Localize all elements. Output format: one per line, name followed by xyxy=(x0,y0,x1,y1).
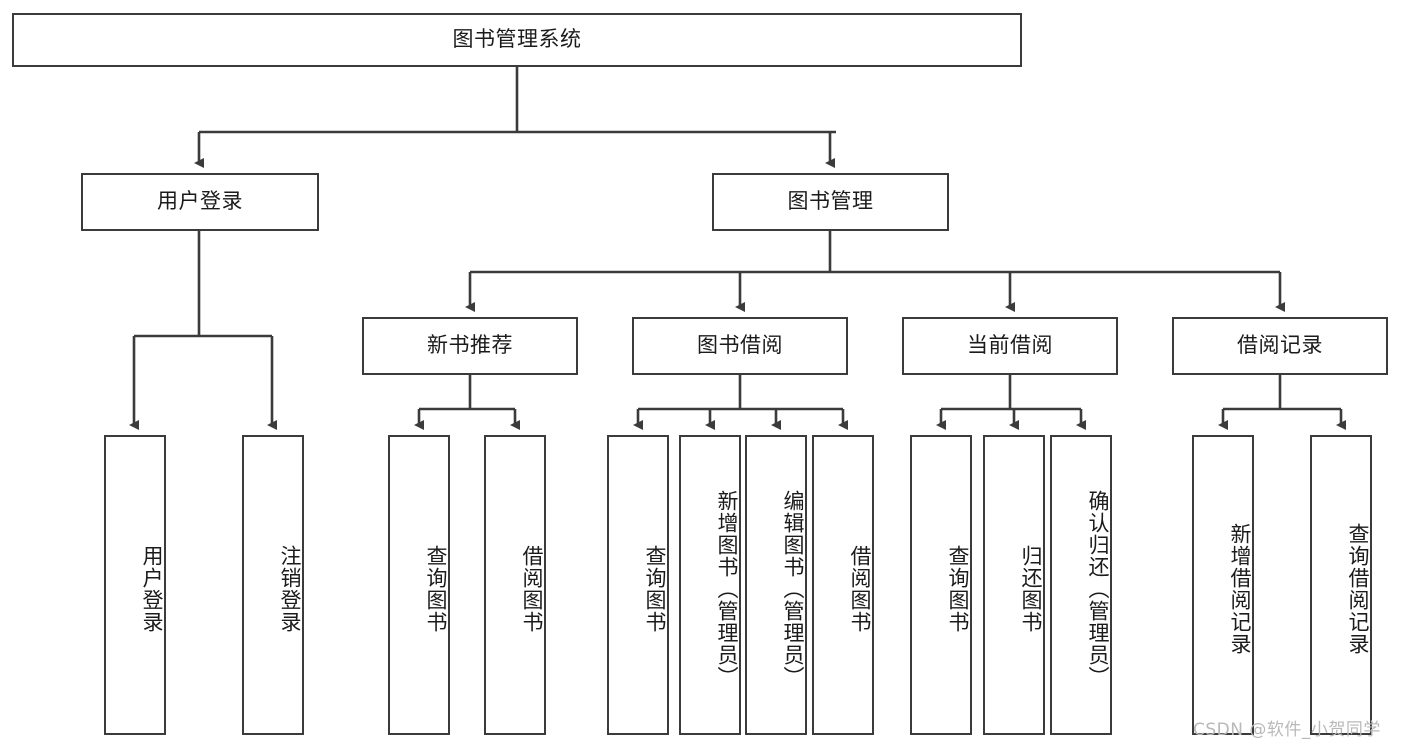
leaf-query-book-recommend-label: 查询图书 xyxy=(424,545,448,633)
leaf-return-book[interactable]: 归还图书 xyxy=(983,435,1045,735)
leaf-borrow-book-recommend-label: 借阅图书 xyxy=(520,545,544,633)
node-book-borrow-label: 图书借阅 xyxy=(697,333,783,358)
leaf-edit-book-admin-label: 编辑图书（管理员） xyxy=(781,490,805,688)
node-book-borrow[interactable]: 图书借阅 xyxy=(632,317,848,375)
leaf-user-logout[interactable]: 注销登录 xyxy=(242,435,304,735)
node-root[interactable]: 图书管理系统 xyxy=(12,13,1022,67)
leaf-borrow-book-recommend[interactable]: 借阅图书 xyxy=(484,435,546,735)
node-book-management-label: 图书管理 xyxy=(787,189,874,214)
node-current-borrow[interactable]: 当前借阅 xyxy=(902,317,1118,375)
leaf-borrow-book[interactable]: 借阅图书 xyxy=(812,435,874,735)
leaf-query-book-borrow-label: 查询图书 xyxy=(643,545,667,633)
leaf-query-book-current[interactable]: 查询图书 xyxy=(910,435,972,735)
leaf-add-borrow-record-label: 新增借阅记录 xyxy=(1228,523,1252,655)
leaf-borrow-book-label: 借阅图书 xyxy=(848,545,872,633)
node-user-login-label: 用户登录 xyxy=(157,189,243,214)
csdn-watermark: CSDN @软件_小贺同学 xyxy=(1193,720,1381,740)
leaf-user-login[interactable]: 用户登录 xyxy=(104,435,166,735)
leaf-query-book-borrow[interactable]: 查询图书 xyxy=(607,435,669,735)
node-user-login[interactable]: 用户登录 xyxy=(81,173,319,231)
leaf-query-borrow-record[interactable]: 查询借阅记录 xyxy=(1310,435,1372,735)
leaf-return-book-label: 归还图书 xyxy=(1019,545,1043,633)
node-new-book-recommend[interactable]: 新书推荐 xyxy=(362,317,578,375)
leaf-confirm-return-admin-label: 确认归还（管理员） xyxy=(1086,490,1110,688)
leaf-query-book-recommend[interactable]: 查询图书 xyxy=(388,435,450,735)
node-root-label: 图书管理系统 xyxy=(452,27,582,52)
leaf-confirm-return-admin[interactable]: 确认归还（管理员） xyxy=(1050,435,1112,735)
leaf-edit-book-admin[interactable]: 编辑图书（管理员） xyxy=(745,435,807,735)
node-current-borrow-label: 当前借阅 xyxy=(967,333,1053,358)
leaf-query-borrow-record-label: 查询借阅记录 xyxy=(1346,523,1370,655)
node-borrow-record[interactable]: 借阅记录 xyxy=(1172,317,1388,375)
leaf-add-book-admin-label: 新增图书（管理员） xyxy=(715,490,739,688)
node-new-book-recommend-label: 新书推荐 xyxy=(427,333,513,358)
leaf-user-logout-label: 注销登录 xyxy=(278,545,302,633)
leaf-add-book-admin[interactable]: 新增图书（管理员） xyxy=(679,435,741,735)
leaf-query-book-current-label: 查询图书 xyxy=(946,545,970,633)
leaf-add-borrow-record[interactable]: 新增借阅记录 xyxy=(1192,435,1254,735)
node-book-management[interactable]: 图书管理 xyxy=(712,173,949,231)
node-borrow-record-label: 借阅记录 xyxy=(1237,333,1323,358)
leaf-user-login-label: 用户登录 xyxy=(140,545,164,633)
